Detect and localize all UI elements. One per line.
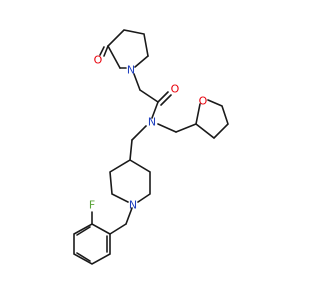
thf-ring [195, 99, 229, 140]
piperidine-ring [109, 159, 151, 203]
bond-ch2-pip [129, 139, 133, 161]
bond-n-ch2-thf [157, 123, 177, 133]
bond-ch2-thf [175, 123, 197, 133]
amide-carbonyl-bond-2 [160, 94, 172, 106]
amide-nitrogen-label: N [148, 116, 156, 129]
pyrrolidinone-ring [107, 29, 149, 69]
thf-oxygen-label: O [199, 95, 208, 108]
molecule-structure: O N O N O N F [73, 29, 229, 265]
benzene-double-2 [76, 252, 91, 262]
atom-labels: O N O N O N F [89, 54, 208, 212]
bond-ch2-co [139, 89, 159, 103]
piperidine-nitrogen-label: N [129, 199, 137, 212]
amide-carbonyl-bond-1 [157, 91, 169, 103]
bond-ring-n [134, 55, 149, 68]
bond-n-ch2 [133, 73, 141, 91]
bond-co-n [151, 101, 159, 119]
bond-ch2-ring [109, 223, 127, 235]
fluorine-label: F [89, 199, 95, 212]
lactam-carbonyl-bond-2 [99, 46, 105, 56]
benzene-double-3 [76, 226, 91, 236]
lactam-nitrogen-label: N [127, 64, 135, 77]
amide-oxygen-label: O [171, 83, 180, 96]
bond-n-ch2-pip [131, 125, 147, 141]
bond-lines [73, 29, 229, 265]
lactam-oxygen-label: O [94, 54, 103, 67]
bond-n-benzyl [125, 207, 133, 225]
lactam-carbonyl-bond-1 [103, 45, 109, 57]
benzene-ring [73, 223, 111, 265]
